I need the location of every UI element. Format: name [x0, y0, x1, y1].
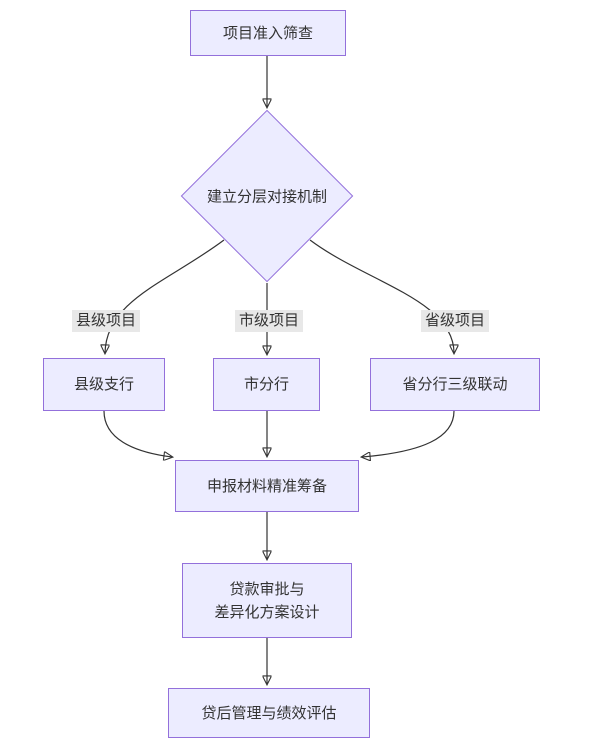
node-county-branch: 县级支行 — [43, 358, 165, 411]
node-layered-mechanism-label: 建立分层对接机制 — [206, 188, 328, 206]
node-loan-approval-label-line2: 差异化方案设计 — [214, 603, 320, 621]
node-materials-preparation: 申报材料精准筹备 — [175, 460, 359, 512]
edge-label-county-project: 县级项目 — [72, 310, 141, 332]
node-city-branch-label: 市分行 — [243, 376, 289, 393]
edge-label-city-project: 市级项目 — [235, 310, 304, 332]
edge-county-to-materials — [103, 410, 172, 457]
node-county-branch-label: 县级支行 — [73, 376, 134, 393]
node-loan-approval-label-line1: 贷款审批与 — [229, 580, 305, 598]
node-project-screening: 项目准入筛查 — [190, 10, 346, 56]
edge-mechanism-to-province — [309, 239, 454, 353]
edge-label-province-project: 省级项目 — [421, 310, 490, 332]
node-materials-preparation-label: 申报材料精准筹备 — [206, 477, 327, 495]
node-project-screening-label: 项目准入筛查 — [222, 24, 313, 42]
node-province-branch-label: 省分行三级联动 — [402, 376, 508, 393]
edge-mechanism-to-county — [105, 239, 225, 353]
node-city-branch: 市分行 — [213, 358, 320, 411]
edge-province-to-materials — [362, 410, 455, 457]
node-post-loan-management-label: 贷后管理与绩效评估 — [201, 704, 337, 722]
node-province-branch: 省分行三级联动 — [370, 358, 540, 411]
node-loan-approval: 贷款审批与 差异化方案设计 — [182, 563, 352, 638]
node-post-loan-management: 贷后管理与绩效评估 — [168, 688, 370, 738]
node-layered-mechanism: 建立分层对接机制 — [180, 109, 354, 283]
